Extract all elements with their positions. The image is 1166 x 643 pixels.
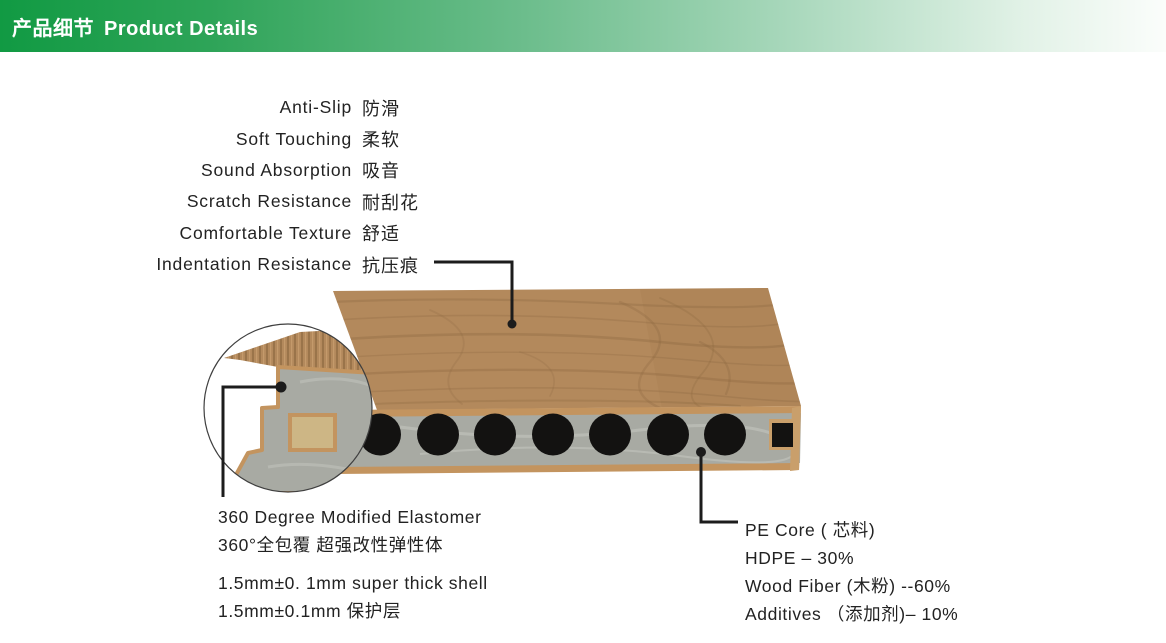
wood-shade-overlay [640, 288, 801, 409]
shell-callout-line [221, 385, 281, 497]
core-hole [647, 413, 689, 456]
page-title: 产品细节 Product Details [0, 12, 258, 41]
feature-label-zh: 柔软 [362, 130, 400, 151]
feature-row-sound-absorption: Sound Absorption 吸音 [100, 155, 520, 186]
side-groove-notch [772, 423, 793, 447]
feature-label-zh: 抗压痕 [362, 255, 419, 276]
page-title-en: Product Details [104, 17, 259, 40]
surface-callout-line [434, 260, 514, 324]
zoom-circle-outline [203, 323, 373, 493]
core-note-title: PE Core ( 芯料) [745, 520, 876, 540]
shell-note-line-zh: 360°全包覆 超强改性弹性体 [218, 535, 444, 555]
shell-callout-dot [275, 381, 287, 393]
core-callout-dot [696, 447, 706, 457]
feature-row-scratch-resistance: Scratch Resistance 耐刮花 [100, 186, 520, 217]
core-hole [417, 413, 459, 456]
feature-label-zh: 舒适 [362, 224, 400, 245]
feature-label-en: Anti-Slip [279, 97, 352, 118]
feature-list: Anti-Slip 防滑 Soft Touching 柔软 Sound Abso… [100, 92, 520, 280]
board-cross-section [334, 406, 801, 474]
board-top-face [333, 288, 801, 410]
board-top-surface [333, 288, 801, 410]
core-note-hdpe: HDPE – 30% [745, 548, 855, 568]
core-hole [589, 413, 631, 456]
core-note-wood-fiber: Wood Fiber (木粉) --60% [745, 576, 951, 596]
feature-label-en: Indentation Resistance [156, 254, 352, 275]
zoom-circle [203, 323, 373, 493]
feature-label-en: Comfortable Texture [179, 222, 352, 243]
shell-note: 360 Degree Modified Elastomer 360°全包覆 超强… [218, 503, 488, 625]
surface-callout-dot [507, 319, 517, 329]
callout-dots [275, 319, 706, 457]
feature-row-anti-slip: Anti-Slip 防滑 [100, 92, 520, 123]
shell-note-thickness-zh: 1.5mm±0.1mm 保护层 [218, 601, 401, 621]
feature-label-en: Scratch Resistance [186, 191, 352, 212]
feature-row-comfortable-texture: Comfortable Texture 舒适 [100, 218, 520, 249]
feature-label-zh: 吸音 [362, 161, 400, 182]
feature-label-zh: 防滑 [362, 98, 400, 119]
feature-label-zh: 耐刮花 [362, 192, 419, 213]
feature-label-en: Soft Touching [235, 128, 352, 149]
magnified-groove [288, 413, 337, 452]
core-hole [474, 413, 516, 456]
feature-row-indentation-resistance: Indentation Resistance 抗压痕 [100, 249, 520, 280]
core-callout-line [699, 452, 738, 524]
shell-note-line-en: 360 Degree Modified Elastomer [218, 507, 482, 527]
header-bar: 产品细节 Product Details [0, 0, 1166, 52]
callout-connectors [221, 260, 738, 524]
decking-board-illustration [203, 260, 801, 524]
feature-row-soft-touching: Soft Touching 柔软 [100, 123, 520, 154]
core-note: PE Core ( 芯料) HDPE – 30% Wood Fiber (木粉)… [745, 516, 958, 628]
core-note-additives: Additives （添加剂)– 10% [745, 604, 959, 624]
feature-label-en: Sound Absorption [201, 159, 352, 180]
page-title-zh: 产品细节 [12, 17, 94, 40]
shell-note-thickness-en: 1.5mm±0. 1mm super thick shell [218, 573, 488, 593]
product-diagram: Anti-Slip 防滑 Soft Touching 柔软 Sound Abso… [0, 52, 1166, 643]
core-hole [704, 413, 746, 456]
core-hole [532, 413, 574, 456]
